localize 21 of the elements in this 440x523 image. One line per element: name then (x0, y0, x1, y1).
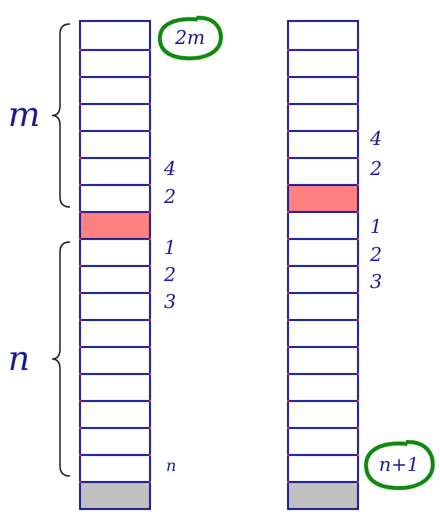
index-label: 2 (164, 188, 176, 207)
circled-label: 2m (158, 16, 222, 60)
array-cell (81, 211, 149, 238)
array-cell (81, 481, 149, 508)
index-label: m (8, 98, 40, 132)
array-column (79, 20, 151, 510)
index-label: 2 (164, 266, 176, 285)
index-label: 2 (370, 160, 382, 179)
index-label: 4 (370, 130, 382, 149)
index-label: 3 (164, 293, 176, 312)
index-label: n (8, 342, 30, 376)
index-label: 4 (164, 160, 176, 179)
index-label: 2 (370, 246, 382, 265)
index-label: 1 (370, 218, 382, 237)
index-label: 3 (370, 273, 382, 292)
array-cell (289, 184, 357, 211)
array-cell (289, 481, 357, 508)
index-label: 1 (164, 239, 176, 258)
index-label: n (166, 458, 176, 474)
circled-label: n+1 (364, 440, 434, 490)
array-column (287, 20, 359, 510)
